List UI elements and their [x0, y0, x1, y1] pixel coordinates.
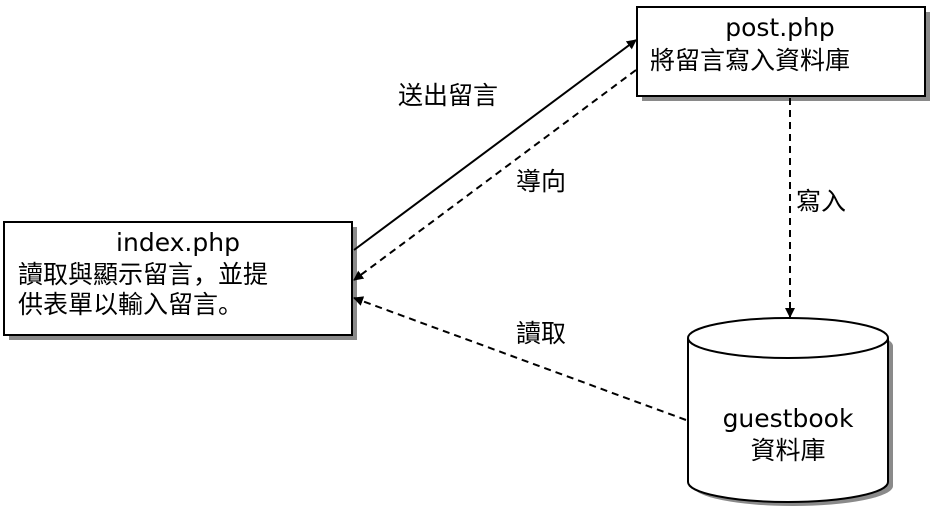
database-title: guestbook	[723, 404, 854, 433]
post-php-desc: 將留言寫入資料庫	[650, 46, 850, 75]
read-arrow	[353, 296, 687, 421]
redirect-label: 導向	[516, 167, 566, 196]
write-label: 寫入	[796, 187, 846, 216]
guestbook-database-node: guestbook 資料庫	[687, 317, 893, 506]
post-php-node: post.php 將留言寫入資料庫	[636, 6, 930, 101]
post-php-box	[636, 6, 926, 97]
database-cylinder-rim	[687, 337, 889, 359]
index-php-node: index.php 讀取與顯示留言，並提 供表單以輸入留言。	[3, 221, 357, 340]
redirect-arrow	[353, 69, 637, 281]
send-message-label: 送出留言	[398, 81, 498, 110]
index-php-title: index.php	[116, 228, 240, 257]
database-desc: 資料庫	[750, 436, 825, 465]
read-label: 讀取	[516, 319, 566, 348]
database-cylinder-body	[687, 317, 889, 503]
index-php-desc-line-2: 供表單以輸入留言。	[18, 290, 243, 319]
send-message-arrow	[353, 39, 637, 251]
post-php-title: post.php	[725, 13, 835, 42]
index-php-box	[3, 221, 353, 336]
index-php-desc-line-1: 讀取與顯示留言，並提	[18, 260, 268, 289]
